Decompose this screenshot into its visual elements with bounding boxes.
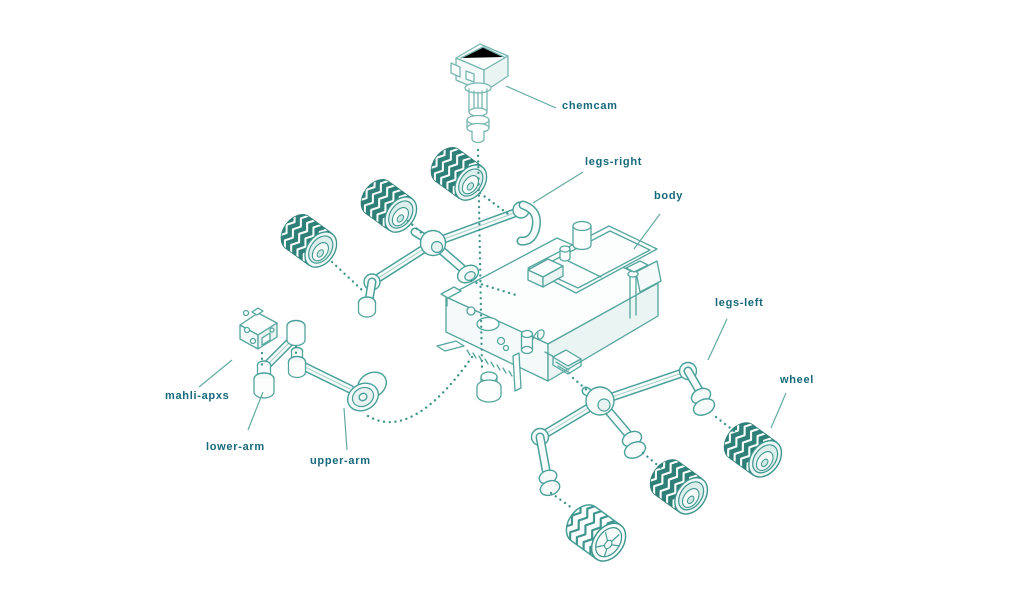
leader-mahli-apxs: [198, 359, 233, 388]
label-legs-right: legs-right: [585, 156, 643, 168]
dotted-connectors: [260, 148, 736, 510]
label-body: body: [654, 190, 684, 202]
body-drawing: [436, 220, 662, 403]
leader-legs-right: [532, 171, 584, 204]
wheels-left-drawing: [559, 416, 789, 568]
wheels-right-drawing: [274, 141, 493, 274]
leader-legs-left: [707, 318, 728, 361]
chemcam-drawing: [450, 43, 509, 144]
wheel-drawing: [274, 208, 343, 274]
mahli-apxs-drawing: [239, 307, 278, 350]
label-chemcam: chemcam: [562, 100, 618, 112]
wheel-drawing: [643, 453, 715, 521]
leader-wheel: [770, 392, 787, 429]
wheel-drawing: [559, 498, 633, 569]
label-lower-arm: lower-arm: [206, 441, 265, 453]
lower-arm-drawing: [253, 319, 306, 399]
label-mahli-apxs: mahli-apxs: [165, 390, 230, 402]
leader-body: [633, 213, 661, 250]
leader-upper-arm: [343, 407, 348, 451]
leader-chemcam: [505, 85, 557, 109]
upper-arm-drawing: [287, 346, 388, 412]
wheel-drawing: [717, 416, 789, 484]
leader-lower-arm: [247, 391, 264, 431]
label-legs-left: legs-left: [715, 297, 764, 309]
wheel-drawing: [424, 141, 493, 207]
legs-right-drawing: [357, 200, 541, 318]
leader-lines: [198, 85, 787, 451]
label-wheel: wheel: [780, 374, 815, 386]
label-upper-arm: upper-arm: [310, 455, 371, 467]
legs-left-drawing: [530, 361, 716, 497]
